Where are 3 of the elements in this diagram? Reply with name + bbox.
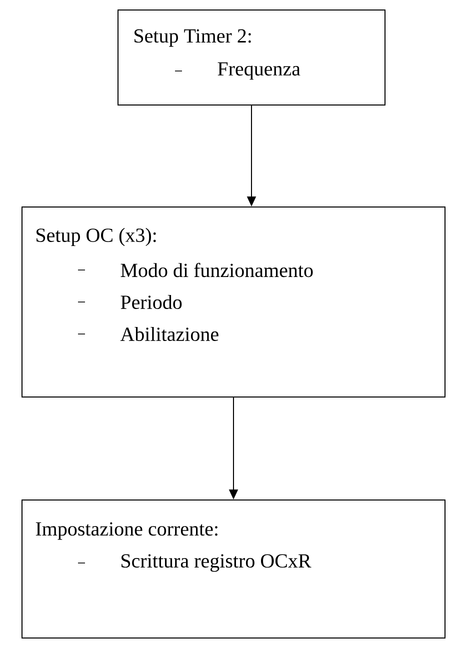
process-box: Impostazione corrente: Scrittura registro OCxR xyxy=(22,500,446,638)
process-box: Setup OC (x3): Modo di funzionamento Periodo Abilitazione xyxy=(22,206,446,398)
process-box: Setup Timer 2: Frequenza xyxy=(118,10,386,106)
